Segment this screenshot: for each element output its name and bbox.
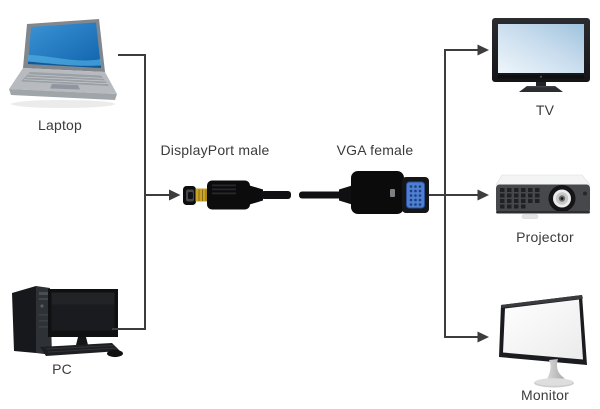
laptop-label: Laptop [37,117,83,133]
tv-illustration [489,16,593,102]
cable-left-segment [261,191,291,199]
arrow-to-tv [477,44,489,56]
pc-label: PC [52,361,72,377]
arrow-to-projector [477,189,489,201]
cable-right-segment [299,191,343,199]
vga-adapter-body [351,171,404,214]
tv-label: TV [535,102,555,118]
laptop-illustration [6,16,120,110]
dp-connector-housing [207,180,250,210]
displayport-male-label: DisplayPort male [160,142,270,158]
monitor-label: Monitor [520,387,570,403]
connection-lines [112,49,479,338]
adapter-cable-illustration [183,171,429,214]
monitor-illustration [494,288,598,392]
projector-illustration [494,170,596,230]
projector-label: Projector [516,229,574,245]
arrow-to-monitor [477,331,489,343]
vga-adapter-marking [390,189,395,197]
vga-pin-holes [409,185,422,206]
pc-illustration [6,281,126,361]
vga-female-label: VGA female [336,142,414,158]
arrow-into-adapter [169,189,181,201]
line-laptop-pc-junction [112,54,146,330]
arrowheads [169,44,489,343]
line-tv-monitor-junction [444,49,479,338]
